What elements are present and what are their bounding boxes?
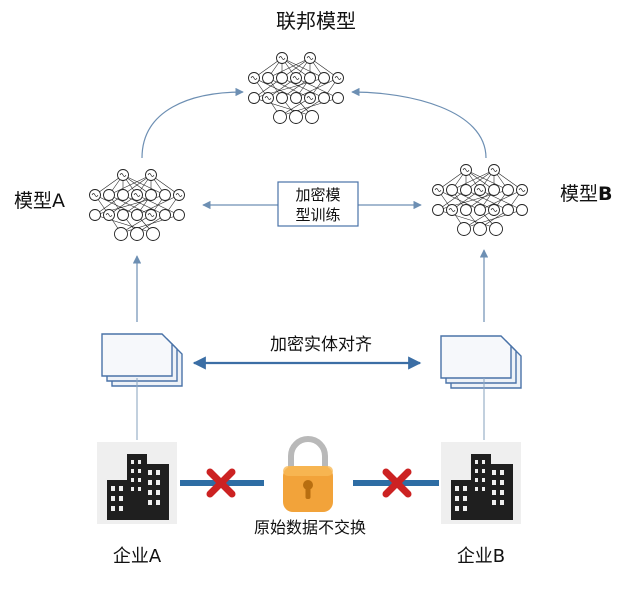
model-a-network-icon <box>89 169 185 241</box>
company-b-label: 企业B <box>457 546 505 567</box>
encrypted-training-box <box>277 181 359 227</box>
company-a-building-icon <box>97 442 177 524</box>
encrypted-entity-alignment-label: 加密实体对齐 <box>270 335 372 355</box>
model-a-label: 模型A <box>14 190 65 212</box>
model-b-label: 模型B <box>560 183 613 205</box>
padlock-icon <box>283 436 333 512</box>
company-b-building-icon <box>441 442 521 524</box>
federated-model-network-icon <box>248 52 344 124</box>
model-b-label-prefix: 模型 <box>560 183 598 205</box>
red-x-icon-a <box>206 468 236 498</box>
federated-model-label: 联邦模型 <box>276 9 356 33</box>
document-stack-b-icon <box>440 335 522 389</box>
arrow-model-b-to-federated <box>351 87 487 159</box>
document-stack-a-icon <box>101 333 183 387</box>
company-a-label: 企业A <box>113 546 162 567</box>
model-b-network-icon <box>432 164 528 236</box>
encrypted-training-line1: 加密模 <box>295 186 340 204</box>
arrow-model-a-to-federated <box>141 87 244 159</box>
encrypted-training-line2: 型训练 <box>295 206 340 224</box>
model-b-label-suffix: B <box>598 183 612 205</box>
red-x-icon-b <box>382 468 412 498</box>
no-raw-data-exchange-label: 原始数据不交换 <box>254 518 366 537</box>
